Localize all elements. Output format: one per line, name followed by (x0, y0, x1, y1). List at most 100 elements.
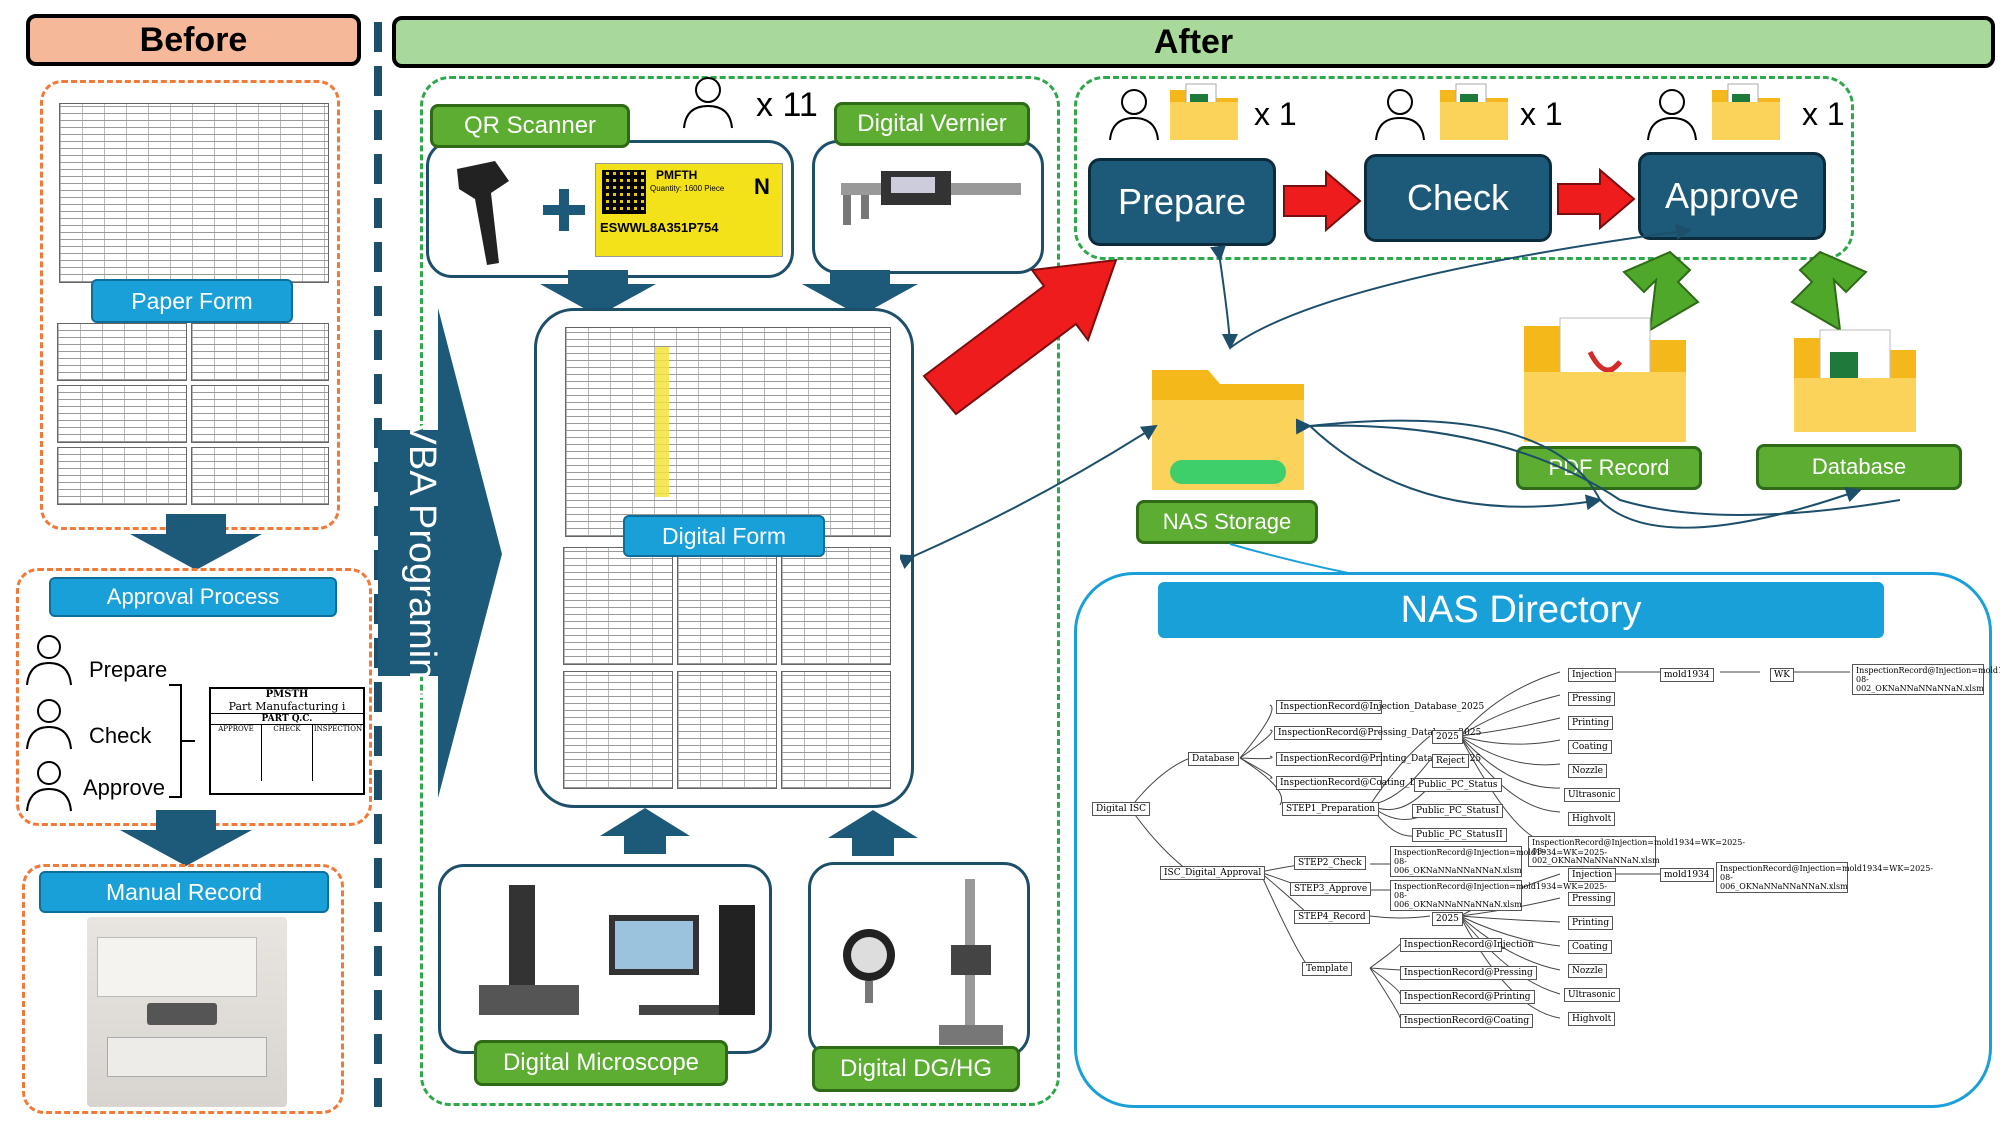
record-sheet-3 (57, 385, 187, 443)
vba-arrow (378, 308, 502, 798)
digital-vernier-label: Digital Vernier (834, 102, 1030, 146)
digital-form-sheet-5 (677, 671, 777, 789)
tree-year-2: 2025 (1432, 912, 1463, 926)
arrow-prepare-to-check (1283, 170, 1362, 232)
tree-reject: Reject (1432, 754, 1469, 768)
tree-year-1: 2025 (1432, 730, 1463, 744)
tree-step1-file: InspectionRecord@Injection=mold1934=WK=2… (1528, 836, 1745, 867)
tree-template-3: InspectionRecord@Printing (1400, 990, 1535, 1004)
operator-icon (683, 77, 733, 129)
tree-step2: STEP2_Check (1294, 856, 1366, 870)
paper-form-label: Paper Form (91, 279, 293, 323)
vernier-caliper-icon (841, 171, 1021, 225)
digital-form-sheet-top (565, 327, 891, 537)
tree-proc-1-2: Printing (1568, 716, 1614, 730)
snip-col-approve: APPROVE (211, 725, 262, 781)
excel-folder-icon-prepare (1170, 83, 1238, 140)
step-count-check: x 1 (1520, 96, 1563, 132)
approval-steps-panel (1074, 76, 1854, 260)
record-sheet-6 (191, 447, 329, 505)
snip-line3: PART Q.C. (211, 714, 363, 725)
yellow-highlight (655, 347, 669, 497)
tree-step3: STEP3_Approve (1290, 882, 1372, 896)
record-sheet-1 (57, 323, 187, 381)
tree-proc-1-0: Injection (1568, 668, 1617, 682)
person-icon-check (26, 699, 72, 750)
tree-db-file-2: InspectionRecord@Pressing_Database_2025 (1274, 726, 1481, 740)
approval-process-label: Approval Process (49, 577, 337, 617)
operators-count: x 11 (756, 86, 818, 124)
tree-proc-2-3: Coating (1568, 940, 1612, 954)
tree-wk: WK (1770, 668, 1794, 682)
approval-process-panel: Approval Process Prepare Check Approve P… (16, 568, 372, 826)
tree-proc-2-0: Injection (1568, 868, 1617, 882)
tree-step3-file: InspectionRecord@Injection=mold1934=WK=2… (1390, 880, 1607, 911)
inspection-record-sheet (59, 103, 329, 283)
tree-template-2: InspectionRecord@Pressing (1400, 966, 1537, 980)
qr-n-text: N (754, 174, 770, 199)
tree-proc-2-4: Nozzle (1568, 964, 1607, 978)
database-folder-icon (1794, 329, 1916, 432)
digital-form-sheet-4 (563, 671, 673, 789)
person-icon-step-check (1375, 89, 1425, 141)
person-icon-step-prepare (1109, 89, 1159, 141)
before-header: Before (26, 14, 361, 66)
qr-code-text: PMFTH (656, 168, 698, 182)
qr-code-icon (602, 170, 646, 214)
paper-form-panel: Paper Form (40, 80, 340, 530)
role-check: Check (89, 723, 152, 748)
tree-step1: STEP1_Preparation (1282, 802, 1380, 816)
digital-form-box: Digital Form (534, 308, 914, 808)
plus-icon (543, 189, 585, 231)
arrow-qr-to-form (540, 270, 656, 316)
snip-col-check: CHECK (262, 725, 313, 781)
step-approve-button: Approve (1638, 152, 1826, 240)
person-icon-step-approve (1647, 89, 1697, 141)
microscope-icon (479, 885, 755, 1015)
pdf-folder-icon (1524, 317, 1686, 442)
step-count-prepare: x 1 (1254, 96, 1297, 132)
excel-folder-icon-check (1440, 83, 1508, 140)
digital-form-sheet-6 (781, 671, 891, 789)
down-arrow-2 (120, 810, 252, 866)
tree-proc-1-3: Coating (1568, 740, 1612, 754)
qr-id-text: ESWWL8A351P754 (600, 220, 719, 235)
digital-microscope-box (438, 864, 772, 1054)
arrow-microscope-to-form (600, 808, 690, 854)
tree-database: Database (1188, 752, 1239, 766)
person-icon-prepare (26, 635, 72, 686)
record-sheet-5 (57, 447, 187, 505)
tree-root: Digital ISC (1092, 802, 1151, 816)
record-sheet-2 (191, 323, 329, 381)
snip-col-inspection: INSPECTION (313, 725, 363, 733)
tree-proc-1-1: Pressing (1568, 692, 1616, 706)
tree-record-file: InspectionRecord@Injection=mold1934=WK=2… (1852, 664, 2000, 695)
pdf-record-label: PDF Record (1516, 446, 1702, 490)
tree-db-file-1: InspectionRecord@Injection_Database_2025 (1276, 700, 1484, 714)
digital-form-sheet-2 (677, 547, 777, 665)
tree-proc-2-2: Printing (1568, 916, 1614, 930)
person-icon-approve (26, 761, 72, 812)
tree-proc-1-4: Nozzle (1568, 764, 1607, 778)
tree-public-2: Public_PC_StatusI (1412, 804, 1504, 818)
digital-form-sheet-1 (563, 547, 673, 665)
digital-form-label: Digital Form (623, 515, 825, 557)
printer-image (87, 917, 287, 1107)
qr-scanner-box: PMFTH Quantity: 1600 Piece N ESWWL8A351P… (426, 140, 794, 278)
tree-template-1: InspectionRecord@Injection (1400, 938, 1534, 952)
tree-proc-2-5: Ultrasonic (1564, 988, 1620, 1002)
tree-db-file-3: InspectionRecord@Printing_Database_2025 (1276, 752, 1481, 766)
tree-mold-1: mold1934 (1660, 668, 1714, 682)
directory-tree-edges (1129, 671, 1850, 1019)
barcode-scanner-icon (457, 161, 509, 265)
qr-scanner-label: QR Scanner (430, 104, 630, 148)
tree-public-3: Public_PC_StatusII (1412, 828, 1507, 842)
manual-record-label: Manual Record (39, 871, 329, 913)
tree-step4: STEP4_Record (1294, 910, 1370, 924)
step-count-approve: x 1 (1802, 96, 1845, 132)
connection-curves (900, 223, 1900, 580)
digital-form-sheet-3 (781, 547, 891, 665)
excel-folder-icon-approve (1712, 83, 1780, 140)
digital-microscope-label: Digital Microscope (474, 1040, 728, 1086)
qr-quantity-text: Quantity: 1600 Piece (650, 184, 725, 193)
